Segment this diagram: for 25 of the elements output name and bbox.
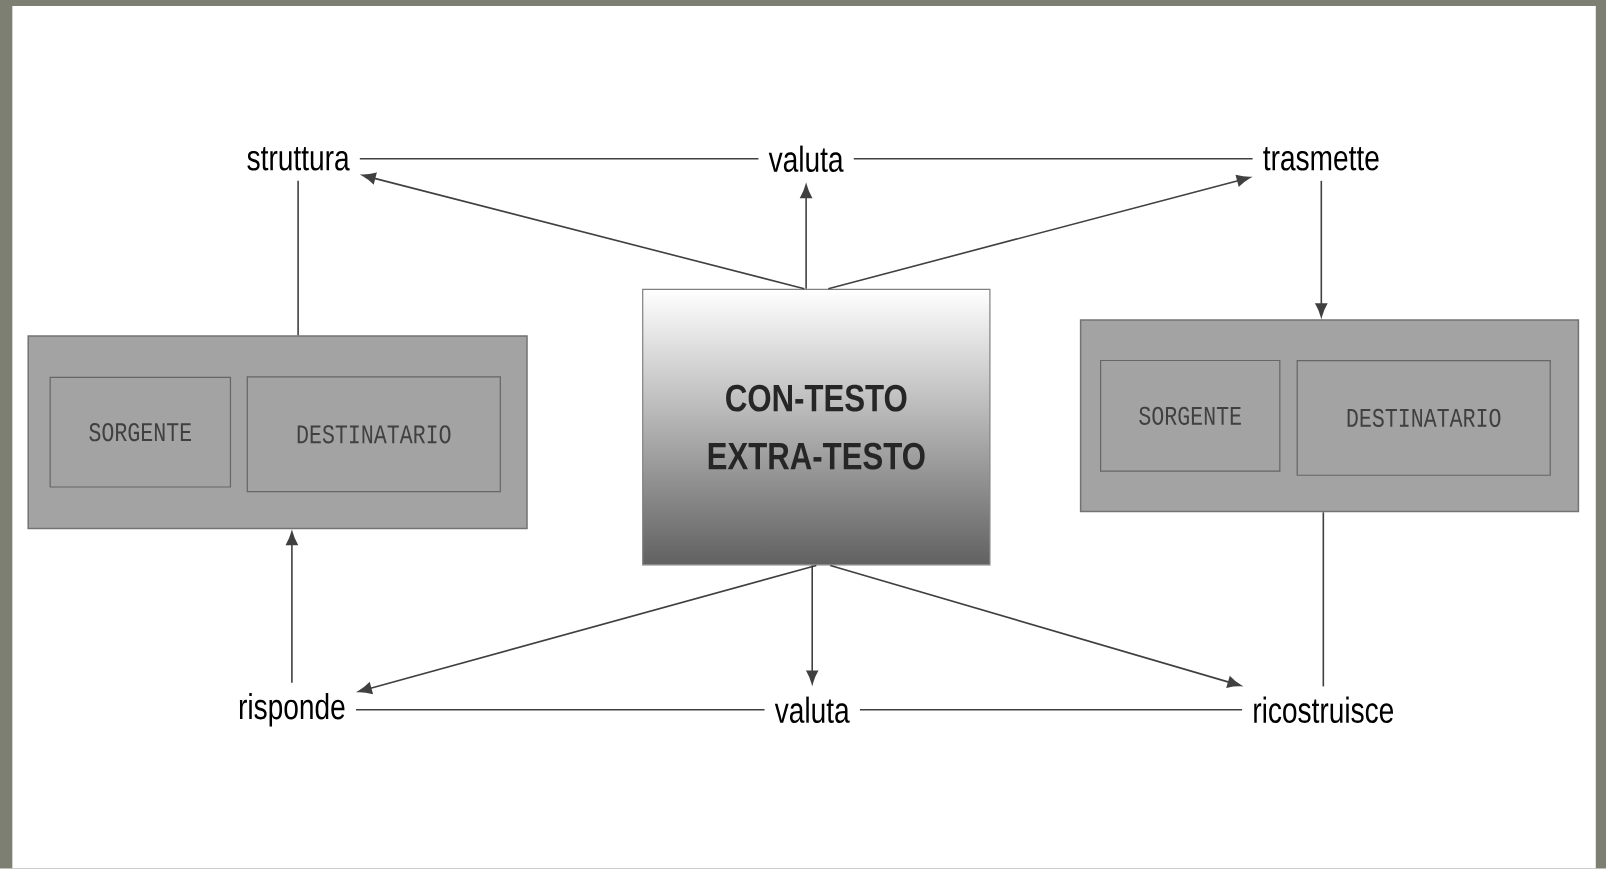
arrow	[829, 564, 1242, 688]
arrow	[358, 564, 818, 695]
connector-line	[1322, 511, 1325, 688]
role-box: SORGENTE	[1100, 360, 1281, 472]
verb-label: risponde	[239, 693, 345, 727]
arrow	[800, 184, 812, 290]
verb-label: struttura	[247, 147, 350, 171]
context-box: CON-TESTO EXTRA-TESTO	[642, 288, 991, 566]
role-box: SORGENTE	[49, 377, 232, 488]
role-box: DESTINATARIO	[1296, 360, 1551, 477]
connector-line	[355, 709, 766, 711]
verb-label: valuta	[774, 696, 850, 724]
role-box: DESTINATARIO	[246, 376, 501, 493]
arrow	[827, 175, 1251, 290]
arrow	[286, 531, 298, 684]
connector-line	[859, 709, 1243, 711]
arrow	[1315, 180, 1328, 318]
arrow	[361, 172, 806, 290]
connector-line	[853, 158, 1254, 160]
verb-label: ricostruisce	[1254, 696, 1394, 724]
arrow	[806, 564, 819, 685]
connector-line	[359, 158, 760, 160]
verb-label: trasmette	[1263, 147, 1379, 171]
verb-label: valuta	[768, 145, 844, 173]
connector-line	[297, 180, 299, 337]
